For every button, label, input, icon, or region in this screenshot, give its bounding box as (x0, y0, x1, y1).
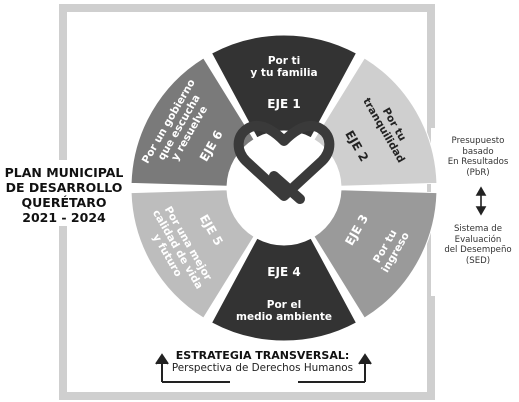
plan-line: PLAN MUNICIPAL (4, 165, 124, 180)
sed-line: (SED) (465, 255, 491, 266)
pbr-line: Presupuesto (451, 136, 505, 146)
eje-description-line: Por el (267, 299, 301, 311)
eje-segment-5 (130, 189, 255, 319)
eje-description-line: medio ambiente (236, 311, 332, 323)
up-arrow-icon (155, 353, 230, 383)
strategy-subtitle: Perspectiva de Derechos Humanos (171, 362, 354, 374)
sed-line: del Desempeño (444, 245, 512, 256)
sed-label: Sistema de Evaluación del Desempeño (SED… (436, 224, 519, 266)
plan-title: PLAN MUNICIPAL DE DESARROLLO QUERÉTARO 2… (0, 165, 128, 225)
eje-description-line: y tu familia (250, 67, 317, 79)
eje-segment-4 (210, 237, 358, 342)
eje-segment-3 (313, 189, 438, 319)
eje-description-line: Por ti (268, 55, 300, 67)
pbr-label: Presupuesto basado En Resultados (PbR) (438, 136, 518, 178)
sed-line: Evaluación (454, 234, 502, 245)
plan-line: QUERÉTARO (21, 195, 107, 210)
plan-line: 2021 - 2024 (22, 210, 106, 225)
eje-id-label: EJE 1 (267, 97, 300, 111)
plan-backdrop (0, 160, 130, 226)
strategy-backdrop (150, 344, 376, 384)
double-arrow-icon (475, 186, 487, 216)
strategy-label: ESTRATEGIA TRANSVERSAL: Perspectiva de D… (150, 349, 375, 375)
sed-line: Sistema de (453, 224, 503, 234)
up-arrow-icon (298, 353, 372, 383)
strategy-title: ESTRATEGIA TRANSVERSAL: (175, 349, 350, 362)
pbr-line: basado (462, 146, 494, 157)
eje-id-label: EJE 4 (267, 265, 300, 279)
side-backdrop (431, 128, 519, 296)
pbr-line: (PbR) (466, 167, 490, 178)
plan-line: DE DESARROLLO (5, 180, 123, 195)
pbr-line: En Resultados (447, 157, 509, 168)
heart-q-logo-icon (233, 120, 335, 204)
eje-segment-6 (130, 57, 255, 187)
